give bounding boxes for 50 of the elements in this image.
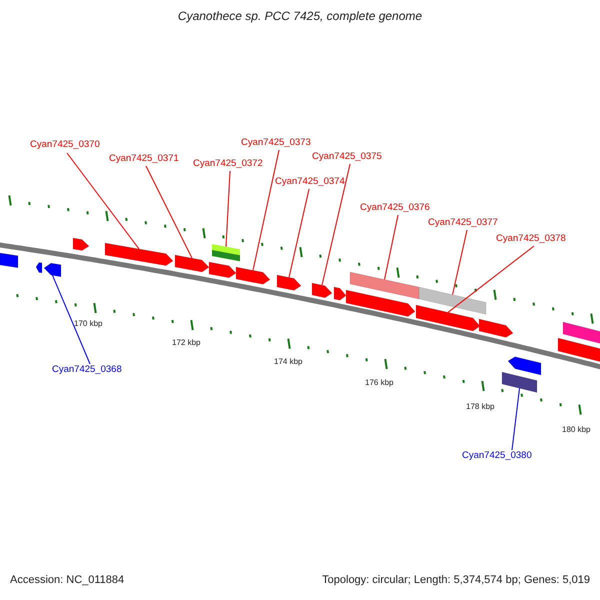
gene-block bbox=[276, 274, 302, 291]
gene-label: Cyan7425_0370 bbox=[30, 139, 100, 151]
gene-block bbox=[72, 238, 90, 251]
gene-block bbox=[174, 254, 210, 272]
gene-block bbox=[212, 244, 240, 262]
gene-label: Cyan7425_0374 bbox=[275, 176, 345, 188]
leader-line bbox=[66, 152, 140, 250]
gene-label: Cyan7425_0378 bbox=[496, 233, 566, 245]
title-text: Cyanothece sp. PCC 7425, complete genome bbox=[176, 10, 424, 22]
gene-label: Cyan7425_0376 bbox=[360, 202, 430, 214]
leader-line bbox=[448, 246, 534, 313]
gene-block bbox=[0, 252, 18, 268]
gene-block bbox=[346, 290, 416, 317]
leader-line bbox=[512, 388, 520, 450]
gene-block bbox=[334, 286, 346, 301]
gene-block bbox=[236, 266, 270, 285]
gene-block bbox=[312, 282, 332, 298]
gene-label: Cyan7425_0368 bbox=[52, 364, 122, 376]
gene-block bbox=[502, 372, 538, 393]
scale-label: 172 kbp bbox=[172, 337, 200, 349]
leader-line bbox=[252, 150, 280, 271]
leader-line bbox=[452, 230, 468, 296]
genome-summary-text: Topology: circular; Length: 5,374,574 bp; Genes: 5,019 bbox=[322, 574, 590, 586]
scale-label: 178 kbp bbox=[466, 401, 494, 413]
gene-label: Cyan7425_0380 bbox=[462, 450, 532, 462]
gene-label: Cyan7425_0372 bbox=[193, 158, 263, 170]
gene-block bbox=[350, 272, 420, 300]
gene-label: Cyan7425_0377 bbox=[428, 217, 498, 229]
gene-block bbox=[508, 356, 542, 376]
leader-line bbox=[52, 274, 90, 364]
gene-block bbox=[104, 242, 174, 266]
gene-block bbox=[418, 286, 486, 315]
scale-label: 170 kbp bbox=[74, 318, 102, 330]
gene-block bbox=[416, 304, 480, 332]
gene-block bbox=[562, 322, 600, 346]
scale-label: 174 kbp bbox=[274, 356, 302, 368]
gene-block bbox=[558, 338, 600, 363]
leader-line bbox=[384, 214, 398, 280]
accession-text: Accession: NC_011884 bbox=[10, 574, 124, 586]
scale-label: 180 kbp bbox=[562, 424, 590, 436]
leader-line bbox=[146, 166, 192, 259]
gene-block bbox=[208, 262, 236, 278]
leader-line bbox=[288, 188, 310, 278]
gene-block bbox=[478, 318, 514, 338]
gene-label: Cyan7425_0375 bbox=[312, 151, 382, 163]
leader-line bbox=[226, 170, 230, 248]
gene-label: Cyan7425_0371 bbox=[109, 153, 179, 165]
leader-line bbox=[322, 164, 350, 286]
scale-label: 176 kbp bbox=[365, 377, 394, 389]
gene-label: Cyan7425_0373 bbox=[241, 137, 311, 149]
